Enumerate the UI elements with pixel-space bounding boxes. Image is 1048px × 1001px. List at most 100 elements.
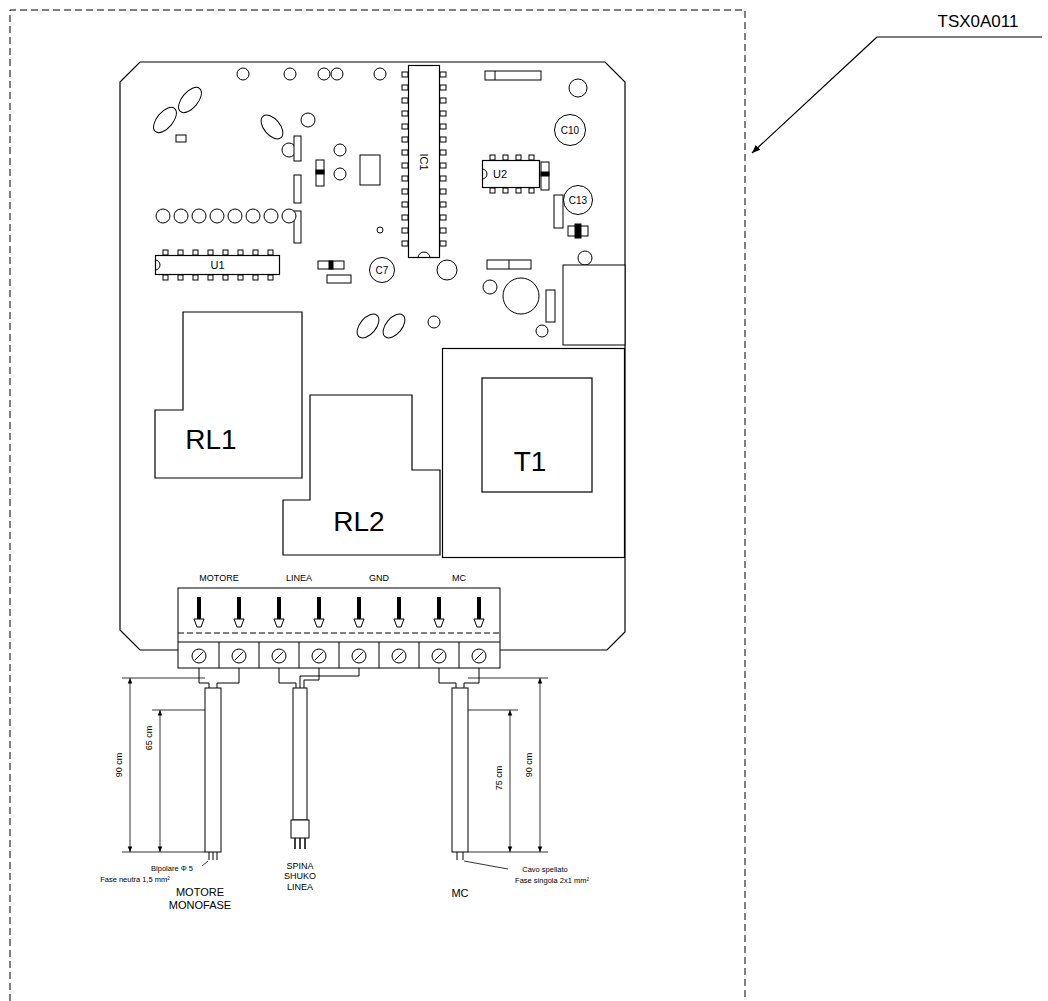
chip-pins (440, 241, 446, 246)
small-components (374, 68, 386, 80)
small-components (210, 209, 224, 223)
ic-chip: U2 (482, 160, 540, 188)
text-holder: C7 (376, 265, 389, 276)
small-components (284, 68, 296, 80)
dimension: 90 cm (114, 753, 124, 778)
component-label: U2 (493, 168, 507, 180)
cable-name: SPINA SHUKO LINEA (278, 861, 322, 892)
text-holder: IC1 (418, 153, 430, 170)
chip-pins (163, 250, 168, 255)
small-components (228, 209, 242, 223)
small-components (483, 280, 497, 294)
cables (293, 688, 307, 820)
chip-pins (208, 275, 213, 280)
terminal-block (192, 597, 206, 663)
cable-wires (300, 668, 359, 688)
cable-name: MOTORE MONOFASE (169, 886, 231, 911)
chip-pins (440, 98, 446, 103)
small-components (509, 260, 510, 269)
chip-pins (440, 202, 446, 207)
cable-note: Cavo spellato (522, 866, 567, 875)
capacitor: C10 (554, 114, 586, 146)
small-components (294, 136, 301, 161)
small-components (353, 310, 383, 342)
chip-pins (163, 275, 168, 280)
chip-pins (238, 250, 243, 255)
chip-pins (440, 150, 446, 155)
small-components (174, 83, 206, 116)
dimension-lines (160, 710, 161, 852)
chip-pins (440, 85, 446, 90)
terminal-block (219, 642, 220, 668)
terminal-label: MC (452, 573, 466, 583)
chip-pins (503, 188, 508, 193)
terminal-block (299, 642, 300, 668)
terminal-block (178, 588, 500, 668)
text-holder: U2 (493, 168, 507, 180)
note-leaders (202, 861, 508, 869)
dimension-lines (540, 678, 541, 852)
small-components (282, 209, 296, 223)
small-components (377, 227, 383, 233)
dimension-lines (468, 852, 548, 853)
part-number: TSX0A011 (938, 12, 1019, 31)
cables (294, 838, 296, 849)
chip-pins (155, 72, 534, 280)
small-components (334, 168, 346, 180)
relay-outline (283, 395, 440, 555)
chip-pins (402, 189, 408, 194)
terminal-block (232, 597, 246, 663)
dimension: 90 cm (524, 753, 534, 778)
chip-pins (440, 189, 446, 194)
chip-pins (440, 137, 446, 142)
terminal-label: LINEA (286, 573, 312, 583)
chip-pins (402, 98, 408, 103)
terminal-block (472, 597, 486, 663)
dimension-lines (468, 710, 518, 711)
cable-wires (304, 668, 319, 688)
cable-note: Fase singola 2x1 mm² (515, 876, 589, 885)
cable-name: MOTORE MONOFASE (160, 886, 240, 911)
chip-pins (223, 275, 228, 280)
small-components (546, 290, 555, 322)
chip-pins (529, 188, 534, 193)
cables (299, 838, 301, 849)
small-components (149, 103, 181, 136)
dimension: 90 cm (524, 753, 534, 778)
capacitor: C7 (369, 257, 395, 283)
dimension-lines (130, 678, 131, 852)
capacitor-outline (370, 258, 395, 283)
small-components (174, 209, 188, 223)
chip-pins (402, 124, 408, 129)
dimension: 75 cm (494, 766, 504, 791)
cables (217, 852, 218, 860)
small-components (329, 261, 333, 269)
chip-pins (402, 241, 408, 246)
small-components (487, 260, 531, 269)
small-components (149, 68, 625, 345)
transformer-core (482, 378, 592, 492)
transformer: T1 (442, 348, 625, 558)
chip-pins (253, 250, 258, 255)
dimension-lines (510, 710, 511, 852)
small-components (541, 162, 549, 190)
cable-wires (217, 668, 239, 688)
part-number: TSX0A011 (938, 12, 1019, 32)
part-number-leader (877, 36, 1042, 37)
relay-outline (155, 312, 302, 478)
cable-name: MC (451, 887, 468, 900)
small-components (237, 68, 249, 80)
ic-chip: IC1 (408, 65, 440, 258)
chip-pins (490, 188, 495, 193)
component-outline (482, 160, 540, 188)
component-label: C13 (569, 195, 587, 206)
chip-pins (402, 176, 408, 181)
terminal-block (432, 597, 446, 663)
terminal-block (419, 642, 420, 668)
chip-pins (268, 250, 273, 255)
cable-wires (279, 668, 296, 688)
component-label: U1 (210, 259, 224, 271)
